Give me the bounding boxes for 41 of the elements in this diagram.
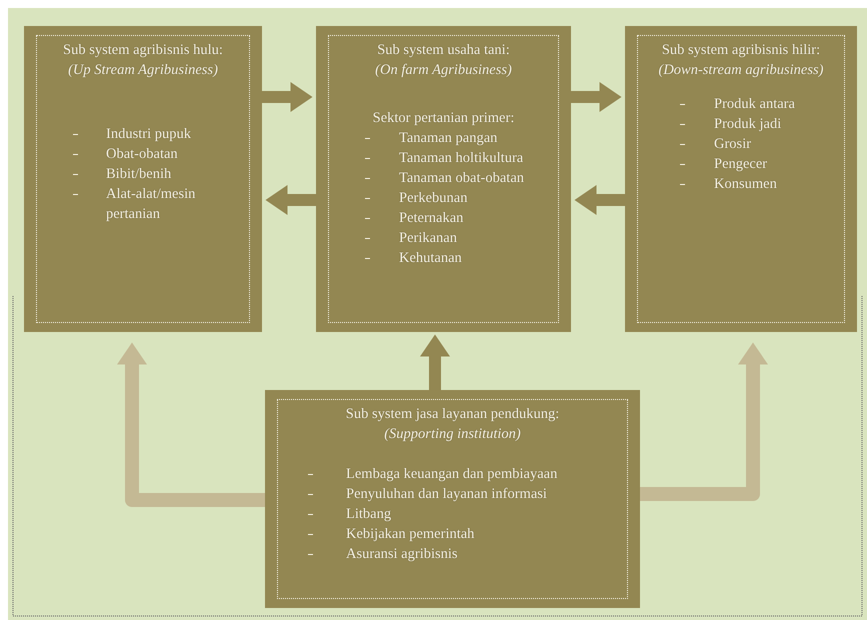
list-item: Industri pupuk <box>43 124 243 144</box>
box-heading: Sub system agribisnis hilir: <box>660 41 822 60</box>
list-item: Pengecer <box>644 154 838 174</box>
box-heading: Sub system agribisnis hulu: <box>62 41 224 60</box>
list-item: Grosir <box>644 134 838 154</box>
box-subtitle: (Supporting institution) <box>383 425 522 444</box>
block-arrow <box>262 82 312 112</box>
section-heading: Sektor pertanian primer: <box>372 109 516 128</box>
box-subtitle: (Down-stream agribusiness) <box>657 61 824 80</box>
list-item: Bibit/benih <box>43 164 243 184</box>
list-item: Alat-alat/mesin pertanian <box>43 184 243 224</box>
list-item: Lembaga keuangan dan pembiayaan <box>284 464 621 484</box>
list-item: Obat-obatan <box>43 144 243 164</box>
list-item: Litbang <box>284 504 621 524</box>
list-item: Kebijakan pemerintah <box>284 524 621 544</box>
subsystem-box <box>316 26 571 332</box>
block-arrow <box>640 342 768 501</box>
block-arrow <box>420 334 450 390</box>
list-item: Kehutanan <box>335 248 552 268</box>
box-heading: Sub system usaha tani: <box>376 41 511 60</box>
subsystem-box <box>265 390 640 608</box>
subsystem-box <box>24 26 262 332</box>
list-item: Tanaman pangan <box>335 128 552 148</box>
list-item: Produk jadi <box>644 114 838 134</box>
block-arrow <box>266 185 316 215</box>
subsystem-box <box>625 26 857 332</box>
box-subtitle: (On farm Agribusiness) <box>374 61 513 80</box>
list-item: Perkebunan <box>335 188 552 208</box>
list-item: Tanaman obat-obatan <box>335 168 552 188</box>
list-item: Penyuluhan dan layanan informasi <box>284 484 621 504</box>
box-subtitle: (Up Stream Agribusiness) <box>67 61 219 80</box>
block-arrow <box>574 185 625 215</box>
block-arrow <box>571 82 622 112</box>
list-item: Perikanan <box>335 228 552 248</box>
list-item: Asuransi agribisnis <box>284 544 621 564</box>
list-item: Peternakan <box>335 208 552 228</box>
list-item: Tanaman holtikultura <box>335 148 552 168</box>
list-item: Produk antara <box>644 94 838 114</box>
list-item: Konsumen <box>644 174 838 194</box>
box-heading: Sub system jasa layanan pendukung: <box>344 405 560 424</box>
block-arrow <box>117 342 265 507</box>
